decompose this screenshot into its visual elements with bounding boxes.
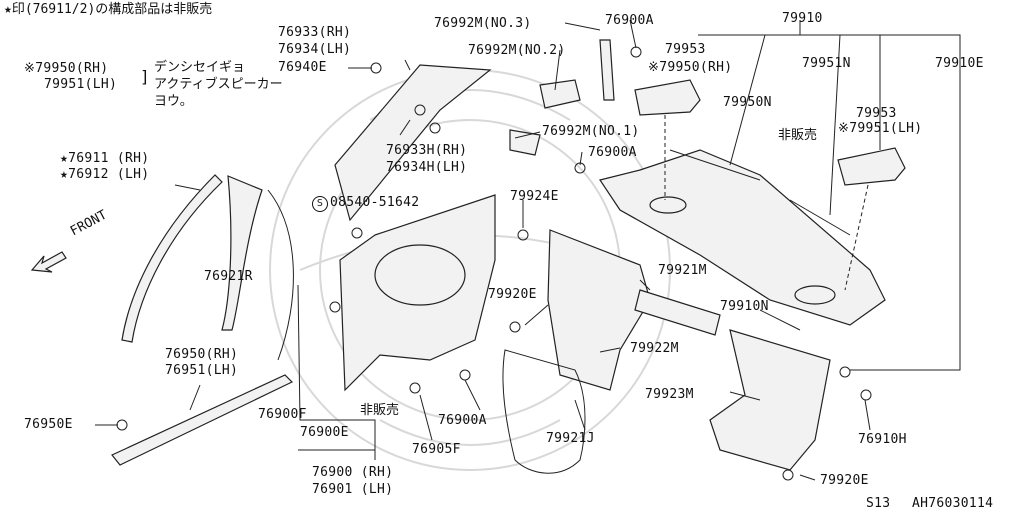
label-76921r: 76921R [204, 269, 253, 284]
label-76950e: 76950E [24, 417, 73, 432]
label-76992m-no2: 76992M(NO.2) [468, 43, 566, 58]
label-79921j: 79921J [546, 431, 595, 446]
trunk-finisher-79923m [709, 329, 831, 471]
label-08540-text: 08540-51642 [330, 195, 420, 210]
label-79953-top: 79953 [665, 42, 706, 57]
label-76910h: 76910H [858, 432, 907, 447]
label-79920e-mid: 79920E [488, 287, 537, 302]
label-79920e-bot: 79920E [820, 473, 869, 488]
seal-79921j [502, 349, 586, 474]
note-mark: ※ [838, 121, 850, 136]
label-79950n: 79950N [723, 95, 772, 110]
label-76912-lh: ★76912 (LH) [60, 167, 150, 182]
label-76900-rh: 76900 (RH) [312, 465, 394, 480]
parcel-shelf-79910 [599, 149, 886, 326]
label-76900a-mid: 76900A [588, 145, 637, 160]
label-79921m: 79921M [658, 263, 707, 278]
bracket-76992m-no2 [539, 79, 581, 109]
speaker-note-line1: デンシセイギョ [154, 60, 246, 75]
footer-model: S13 [866, 496, 891, 511]
speaker-cover-right [837, 147, 906, 186]
label-76900e: 76900E [300, 425, 349, 440]
a-pillar-trim [121, 174, 223, 343]
rear-finisher-79921m [634, 289, 721, 336]
speaker-note-line2: アクティブスピーカー [154, 77, 283, 92]
label-76900a-bot: 76900A [438, 413, 487, 428]
header-note: ★印(76911/2)の構成部品は非販売 [4, 2, 213, 17]
speaker-cover-left [634, 79, 701, 116]
speaker-hole-left [649, 196, 687, 214]
speaker-hole-right [794, 285, 836, 305]
upper-pillar-76933 [334, 64, 492, 222]
speaker-grille [374, 244, 466, 306]
front-arrow [30, 251, 67, 273]
footer-code: AH76030114 [912, 496, 994, 511]
label-76933h-rh: 76933H(RH) [386, 143, 468, 158]
label-79923m: 79923M [645, 387, 694, 402]
label-76934-lh: 76934(LH) [278, 42, 352, 57]
label-76900a-top: 76900A [605, 13, 654, 28]
a-pillar-inner [221, 175, 263, 331]
shelf-strip-79951n [789, 199, 851, 236]
side-sill-76950 [111, 374, 294, 466]
label-79922m: 79922M [630, 341, 679, 356]
clips-group [116, 46, 872, 481]
label-76992m-no3: 76992M(NO.3) [434, 16, 532, 31]
speaker-note-line3: ヨウ。 [154, 94, 193, 109]
shelf-strip-79950n [669, 149, 761, 181]
screw-symbol: S [312, 196, 328, 212]
bracket-76992m-no1 [509, 129, 541, 156]
cover-guide-lines [664, 115, 869, 291]
label-79953-mid: 79953 [856, 106, 897, 121]
label-76911-rh: ★76911 (RH) [60, 151, 150, 166]
label-79950-rh-right: ※79950(RH) [648, 60, 733, 75]
label-79910: 79910 [782, 11, 823, 26]
label-76934h-lh: 76934H(LH) [386, 160, 468, 175]
bracket-symbol: ] [140, 67, 150, 86]
trunk-finisher-79922m [547, 229, 651, 391]
label-76940e: 76940E [278, 60, 327, 75]
bracket-76992m-no3 [599, 39, 615, 101]
label-76901-lh: 76901 (LH) [312, 482, 394, 497]
hihanbai-right: 非販売 [778, 128, 818, 143]
weatherstrip-76921r [267, 189, 294, 361]
label-76933-rh: 76933(RH) [278, 25, 352, 40]
label-79951-lh-left: 79951(LH) [44, 77, 118, 92]
label-76951-lh: 76951(LH) [165, 363, 239, 378]
label-76900f: 76900F [258, 407, 307, 422]
leader-lines [95, 19, 961, 481]
label-79910e: 79910E [935, 56, 984, 71]
label-76905f: 76905F [412, 442, 461, 457]
label-76992m-no1: 76992M(NO.1) [542, 124, 640, 139]
highlighted-part-number[interactable]: 7995 [849, 121, 882, 136]
label-76950-rh: 76950(RH) [165, 347, 239, 362]
hihanbai-left: 非販売 [360, 403, 400, 418]
label-79910n: 79910N [720, 299, 769, 314]
label-79950-rh-left: ※79950(RH) [24, 61, 109, 76]
label-79951-lh-right-rest: 1(LH) [881, 121, 923, 136]
label-79924e: 79924E [510, 189, 559, 204]
label-79951n: 79951N [802, 56, 851, 71]
label-79951-lh-right: ※79951(LH) [838, 122, 922, 136]
